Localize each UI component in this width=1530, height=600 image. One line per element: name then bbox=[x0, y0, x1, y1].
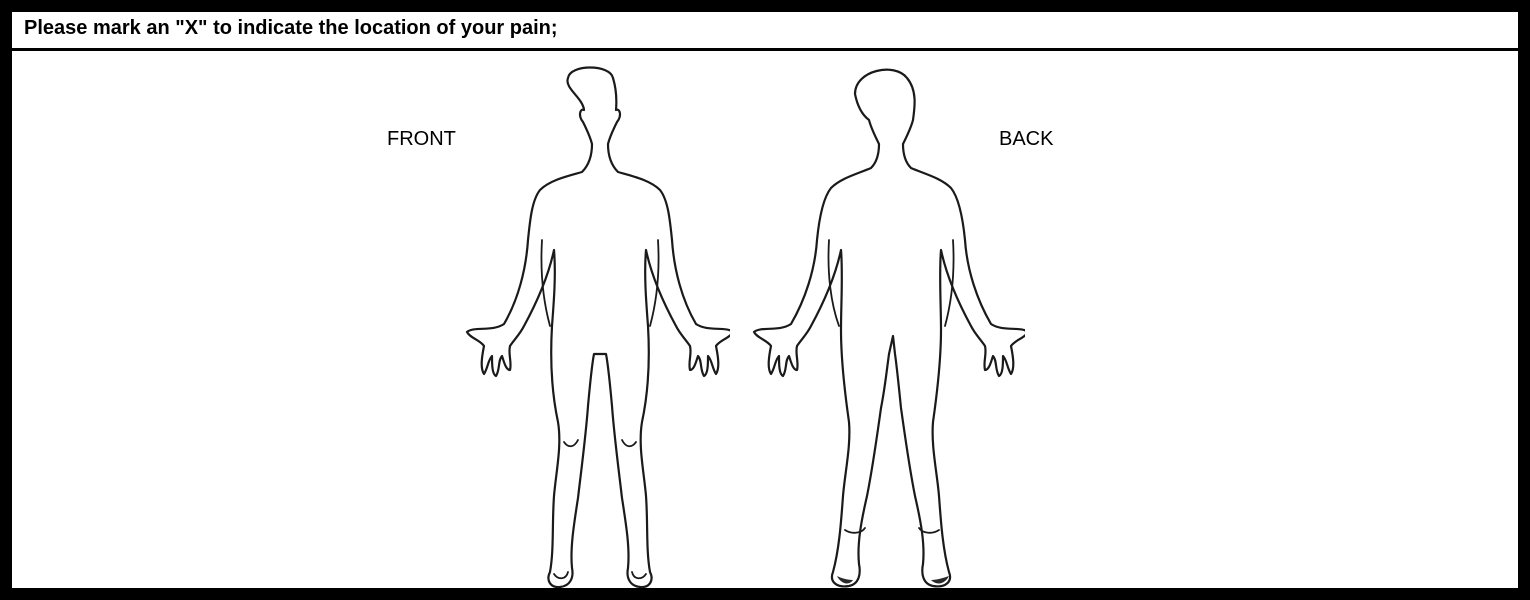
front-body-outline bbox=[467, 68, 730, 588]
body-back-icon bbox=[745, 64, 1025, 588]
front-label: FRONT bbox=[387, 128, 456, 151]
front-body-figure[interactable] bbox=[450, 64, 730, 588]
instruction-text: Please mark an "X" to indicate the locat… bbox=[24, 17, 558, 40]
form-header: Please mark an "X" to indicate the locat… bbox=[12, 12, 1518, 51]
back-body-outline bbox=[754, 70, 1025, 587]
body-front-icon bbox=[450, 64, 730, 588]
pain-location-form: Please mark an "X" to indicate the locat… bbox=[12, 12, 1518, 588]
back-body-figure[interactable] bbox=[745, 64, 1025, 588]
